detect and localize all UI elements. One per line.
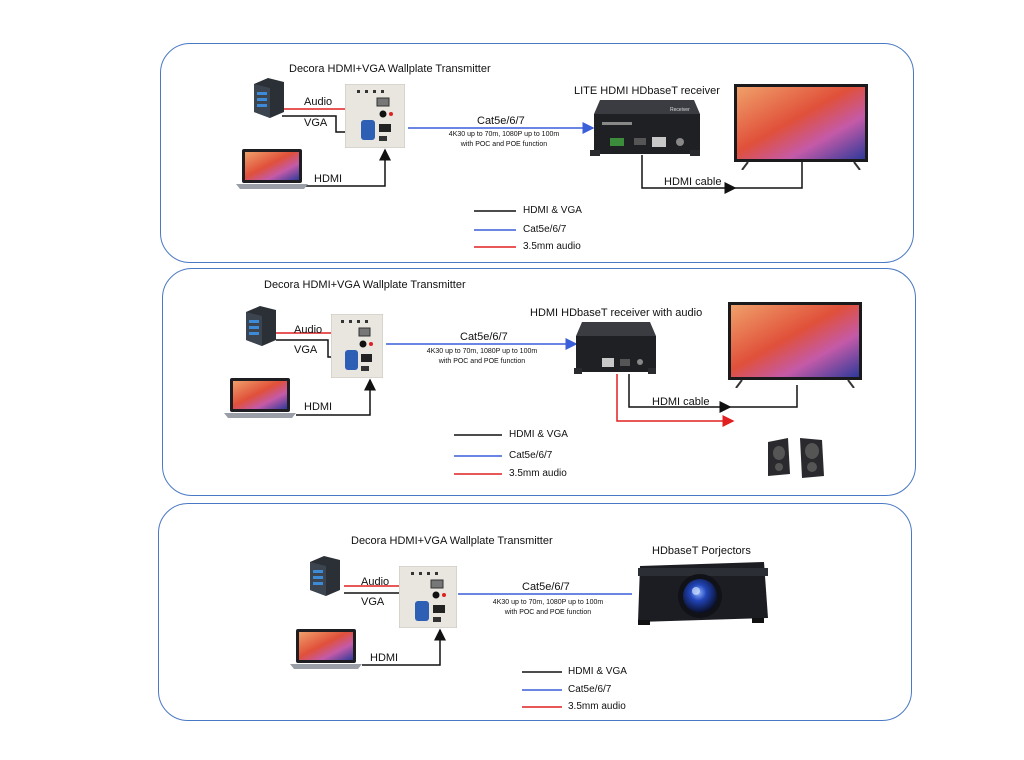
spec-text: 4K30 up to 70m, 1080P up to 100m with PO… — [478, 598, 618, 618]
legend-hdmi-vga: HDMI & VGA — [509, 429, 568, 440]
legend-cat: Cat5e/6/7 — [509, 450, 553, 461]
wallplate-icon — [345, 84, 405, 148]
receiver-box-icon: Receiver — [590, 100, 700, 156]
transmitter-title: Decora HDMI+VGA Wallplate Transmitter — [264, 279, 466, 291]
legend-audio: 3.5mm audio — [523, 241, 581, 252]
vga-label: VGA — [304, 117, 328, 129]
laptop-icon — [236, 149, 308, 189]
hdmi-label: HDMI — [304, 401, 333, 413]
pc-tower-icon — [254, 78, 284, 118]
cable-label: Cat5e/6/7 — [460, 331, 508, 343]
legend-cat: Cat5e/6/7 — [568, 684, 612, 695]
laptop-icon — [224, 378, 296, 418]
spec-line-2: with POC and POE function — [504, 609, 592, 616]
spec-line-2: with POC and POE function — [438, 358, 526, 365]
transmitter-title: Decora HDMI+VGA Wallplate Transmitter — [351, 535, 553, 547]
hdmi-label: HDMI — [314, 173, 343, 185]
spec-line-1: 4K30 up to 70m, 1080P up to 100m — [426, 348, 538, 355]
panel-projector — [158, 503, 912, 721]
spec-line-1: 4K30 up to 70m, 1080P up to 100m — [492, 599, 604, 606]
spec-text: 4K30 up to 70m, 1080P up to 100m with PO… — [434, 130, 574, 150]
vga-label: VGA — [361, 596, 385, 608]
vga-label: VGA — [294, 344, 318, 356]
spec-text: 4K30 up to 70m, 1080P up to 100m with PO… — [412, 347, 552, 367]
cable-label: Cat5e/6/7 — [522, 581, 570, 593]
legend-cat: Cat5e/6/7 — [523, 224, 567, 235]
receiver-title: LITE HDMI HDbaseT receiver — [574, 85, 720, 97]
legend-audio: 3.5mm audio — [509, 468, 567, 479]
hdmi-cable-label: HDMI cable — [664, 176, 722, 188]
hdmi-label: HDMI — [370, 652, 399, 664]
spec-line-2: with POC and POE function — [460, 141, 548, 148]
tv-icon — [728, 302, 862, 388]
receiver-title: HDbaseT Porjectors — [652, 545, 751, 557]
pc-tower-icon — [246, 306, 276, 346]
laptop-icon — [290, 629, 362, 669]
cable-label: Cat5e/6/7 — [477, 115, 525, 127]
pc-tower-icon — [310, 556, 340, 596]
receiver-title: HDMI HDbaseT receiver with audio — [530, 307, 703, 319]
receiver-box-icon — [574, 322, 656, 374]
legend-hdmi-vga: HDMI & VGA — [568, 666, 627, 677]
hdmi-cable-label: HDMI cable — [652, 396, 710, 408]
legend-hdmi-vga: HDMI & VGA — [523, 205, 582, 216]
projector-icon — [638, 562, 768, 625]
wallplate-icon — [331, 314, 383, 378]
spec-line-1: 4K30 up to 70m, 1080P up to 100m — [448, 131, 560, 138]
speaker-icon — [768, 438, 824, 478]
audio-label: Audio — [294, 324, 323, 336]
tv-icon — [734, 84, 868, 170]
svg-text:Receiver: Receiver — [670, 107, 690, 113]
audio-label: Audio — [304, 96, 333, 108]
audio-label: Audio — [361, 576, 390, 588]
legend-audio: 3.5mm audio — [568, 701, 626, 712]
transmitter-title: Decora HDMI+VGA Wallplate Transmitter — [289, 63, 491, 75]
wallplate-icon — [399, 566, 457, 628]
